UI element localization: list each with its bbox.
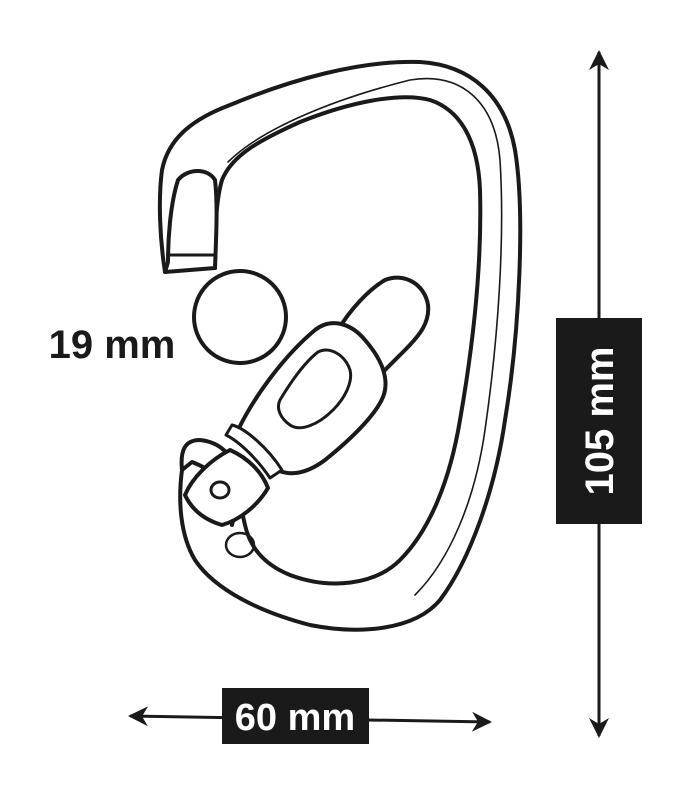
carabiner-frame-inner — [213, 95, 483, 586]
carabiner-nose — [163, 169, 219, 274]
carabiner — [157, 59, 523, 632]
carabiner-gate — [183, 275, 431, 527]
width-label-box — [222, 688, 369, 744]
gate-opening-label: 19 mm — [49, 323, 176, 367]
gate-opening-circle — [192, 269, 288, 365]
width-dimension: 60 mm — [128, 688, 492, 744]
height-label-box — [556, 318, 642, 524]
height-label: 105 mm — [578, 347, 622, 496]
gate-sleeve-grip — [276, 348, 353, 430]
height-dimension: 105 mm — [556, 50, 642, 738]
carabiner-frame-highlight — [227, 77, 503, 596]
carabiner-frame-outer — [157, 59, 523, 632]
gate-hinge-rivet — [209, 480, 231, 500]
carabiner-hinge-highlight — [224, 531, 256, 559]
width-label: 60 mm — [235, 697, 355, 739]
gate-sleeve-collar — [224, 423, 284, 480]
